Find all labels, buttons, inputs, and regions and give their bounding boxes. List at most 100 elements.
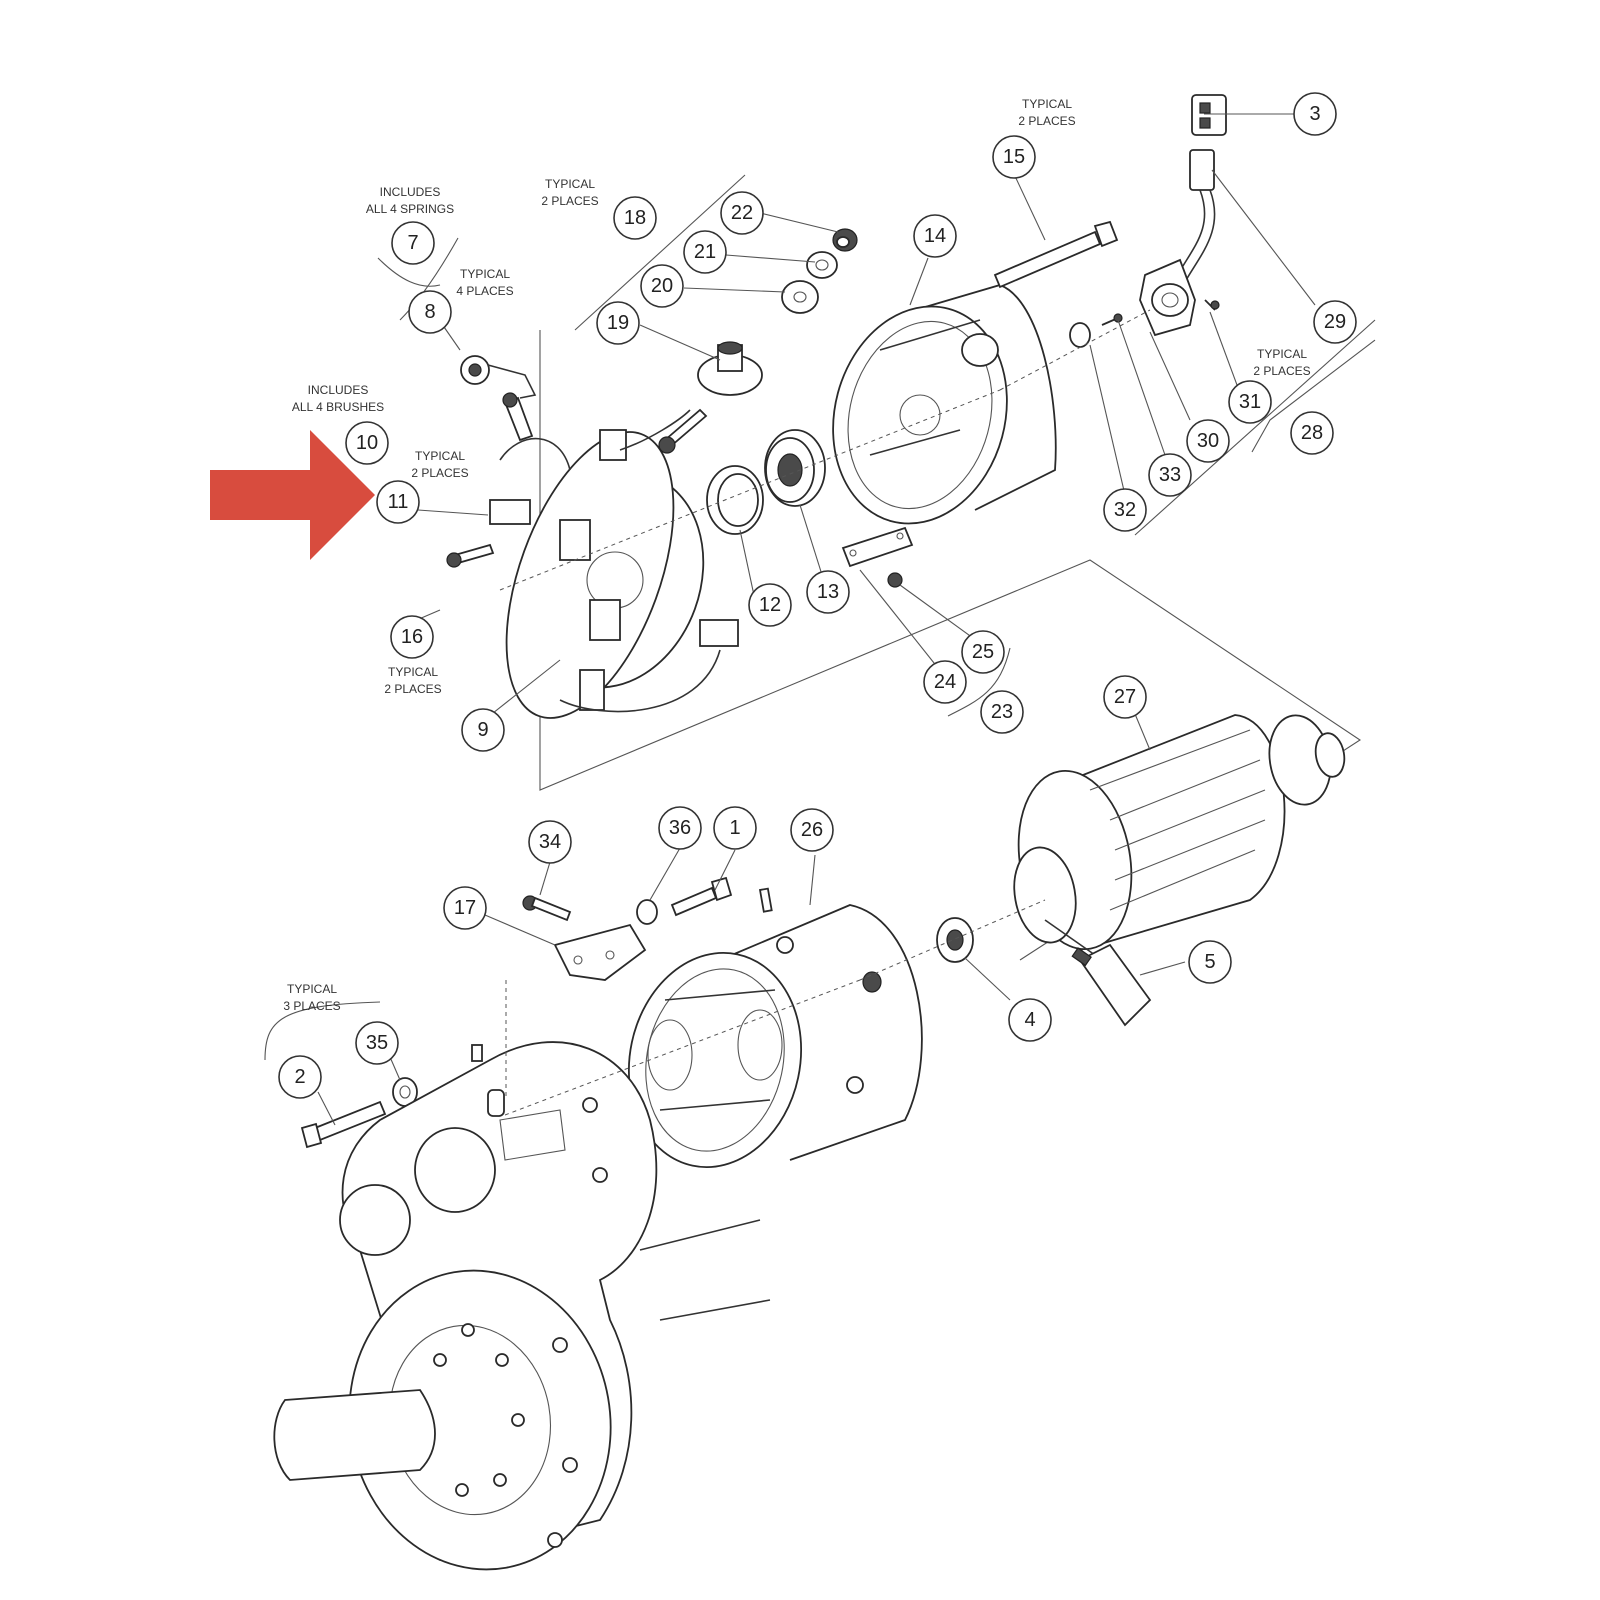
svg-text:15: 15 [1003,146,1025,168]
callout-32: 32 [1103,488,1147,532]
callout-15: 15 [992,135,1036,179]
svg-text:12: 12 [759,594,781,616]
bracket-17 [553,923,647,981]
brush-plate-screws [446,392,708,568]
bolt-1 [670,876,733,917]
end-cap-housing [832,284,1057,525]
callout-25: 25 [961,630,1005,674]
washer-20 [781,280,819,314]
svg-text:20: 20 [651,275,673,297]
callout-35: 35 [355,1021,399,1065]
svg-text:21: 21 [694,241,716,263]
right-arrow-icon [210,430,375,560]
callout-10: 10 [345,421,389,465]
washer-21 [806,251,838,279]
leader-lines [264,113,1376,1126]
callout-12: 12 [748,583,792,627]
nut-25 [887,572,903,588]
svg-text:9: 9 [477,719,488,741]
callout-24: 24 [923,660,967,704]
svg-text:4: 4 [1024,1009,1035,1031]
washer-36 [636,899,658,925]
callout-33: 33 [1148,453,1192,497]
callout-13: 13 [806,570,850,614]
callout-20: 20 [640,264,684,308]
terminal-stud-19 [697,341,763,396]
svg-text:35: 35 [366,1032,388,1054]
svg-text:32: 32 [1114,499,1136,521]
bearing-13 [764,429,826,507]
callout-11: 11 [376,480,420,524]
callout-30: 30 [1186,419,1230,463]
svg-text:5: 5 [1204,951,1215,973]
callout-4: 4 [1008,998,1052,1042]
bolt-2 [300,1100,387,1149]
svg-text:25: 25 [972,641,994,663]
svg-text:19: 19 [607,312,629,334]
brush-spring [460,355,537,399]
callout-19: 19 [596,301,640,345]
svg-text:34: 34 [539,831,561,853]
svg-text:1: 1 [729,817,740,839]
callout-8: 8 [408,290,452,334]
callout-9: 9 [461,708,505,752]
screw-31 [1204,299,1220,311]
callout-16: 16 [390,615,434,659]
through-bolt-15 [993,220,1119,289]
transaxle-housing [273,1041,771,1571]
svg-text:8: 8 [424,301,435,323]
callout-14: 14 [913,214,957,258]
svg-text:18: 18 [624,207,646,229]
screw-34 [522,895,572,922]
svg-text:31: 31 [1239,391,1261,413]
svg-text:11: 11 [388,491,409,513]
svg-text:23: 23 [991,701,1013,723]
plate-24 [841,526,914,568]
washer-35 [392,1077,418,1107]
svg-text:33: 33 [1159,464,1181,486]
svg-text:17: 17 [454,897,476,919]
callout-18: 18 [613,196,657,240]
svg-text:26: 26 [801,819,823,841]
screw-33 [1101,313,1123,326]
callout-28: 28 [1290,411,1334,455]
callout-34: 34 [528,820,572,864]
armature-27 [1013,714,1346,951]
nut-22 [832,228,858,252]
callout-21: 21 [683,230,727,274]
field-housing-26 [627,887,923,1169]
callout-22: 22 [720,191,764,235]
svg-text:22: 22 [731,202,753,224]
callout-31: 31 [1228,380,1272,424]
svg-text:3: 3 [1309,103,1320,125]
svg-text:7: 7 [407,232,418,254]
callout-5: 5 [1188,940,1232,984]
svg-text:30: 30 [1197,430,1219,452]
callout-1: 1 [713,806,757,850]
svg-text:36: 36 [669,817,691,839]
brush-plate-assembly [489,409,739,719]
svg-text:2: 2 [294,1066,305,1088]
grease-tube-5 [1044,919,1152,1027]
callout-36: 36 [658,806,702,850]
callout-29: 29 [1313,300,1357,344]
retaining-ring-12 [706,465,764,535]
callouts: 1 2 3 4 5 7 8 9 10 11 12 13 14 15 16 17 … [278,92,1357,1099]
callout-26: 26 [790,808,834,852]
svg-text:13: 13 [817,581,839,603]
svg-text:10: 10 [356,432,378,454]
svg-text:28: 28 [1301,422,1323,444]
sensor-30 [1139,258,1196,337]
svg-text:14: 14 [924,225,946,247]
